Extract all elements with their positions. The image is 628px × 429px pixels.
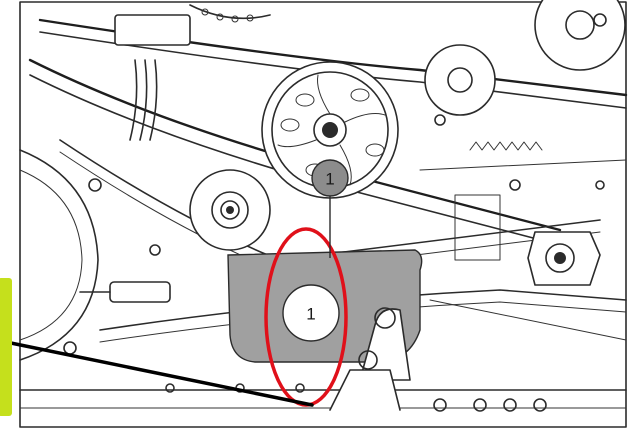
leader-line [4,340,314,407]
left-idler-pulley [189,169,271,251]
left-large-pulley [19,149,99,361]
drive-chain [189,4,271,23]
top-right-pulleys [424,0,626,116]
callout-light: 1 [282,284,340,342]
callout-light-circle [282,284,340,342]
callout-light-label: 1 [306,305,315,324]
callout-dark: 1 [311,159,349,197]
callout-dark-circle [311,159,349,197]
hydraulic-hoses [114,14,191,141]
callout-dark-label: 1 [325,170,334,189]
right-bearing-block [527,231,601,286]
linkage-arm [329,307,411,411]
tension-spring [469,141,543,151]
right-frame-details [419,159,627,341]
hydraulic-cylinder [79,281,171,303]
side-tab [0,278,12,416]
frame-outline [19,1,627,428]
